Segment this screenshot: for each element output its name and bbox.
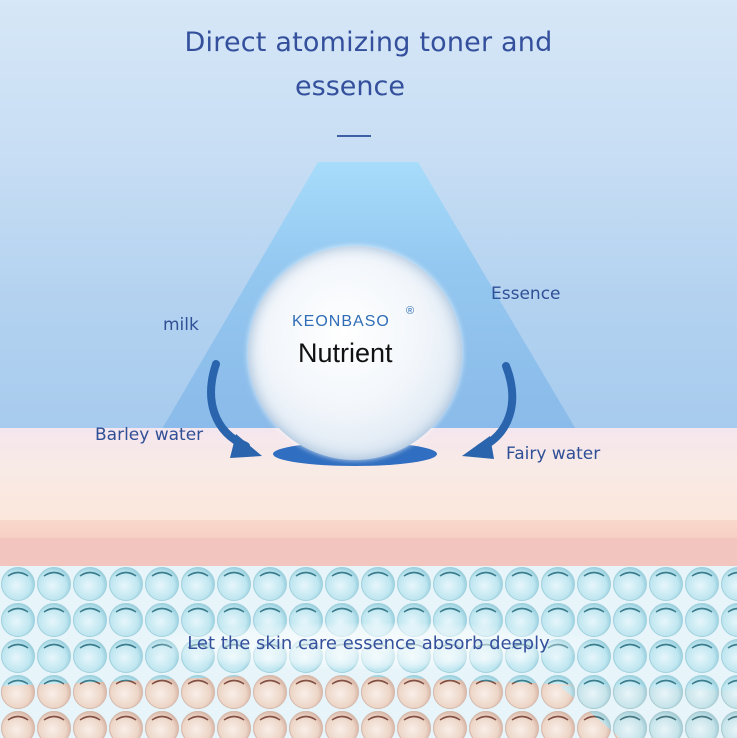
- registered-mark: ®: [406, 305, 415, 317]
- caption-highlight: [150, 623, 590, 669]
- left-curved-arrow-icon: [207, 360, 262, 458]
- label-fairy-water: Fairy water: [506, 444, 601, 464]
- label-barley-water: Barley water: [95, 425, 204, 445]
- label-milk: milk: [163, 315, 199, 335]
- label-essence: Essence: [491, 284, 561, 304]
- right-curved-arrow-icon: [462, 362, 517, 459]
- bottom-caption: Let the skin care essence absorb deeply: [187, 633, 550, 654]
- nutrient-label: Nutrient: [298, 338, 393, 368]
- skin-layer-dermis: [0, 538, 737, 568]
- headline-divider: [337, 135, 371, 137]
- skin-layer-transition: [0, 520, 737, 538]
- brand-name: KEONBASO: [292, 313, 390, 330]
- headline-line-1: Direct atomizing toner and: [184, 27, 553, 58]
- headline-line-2: essence: [295, 71, 405, 102]
- nutrient-sphere: [248, 246, 462, 460]
